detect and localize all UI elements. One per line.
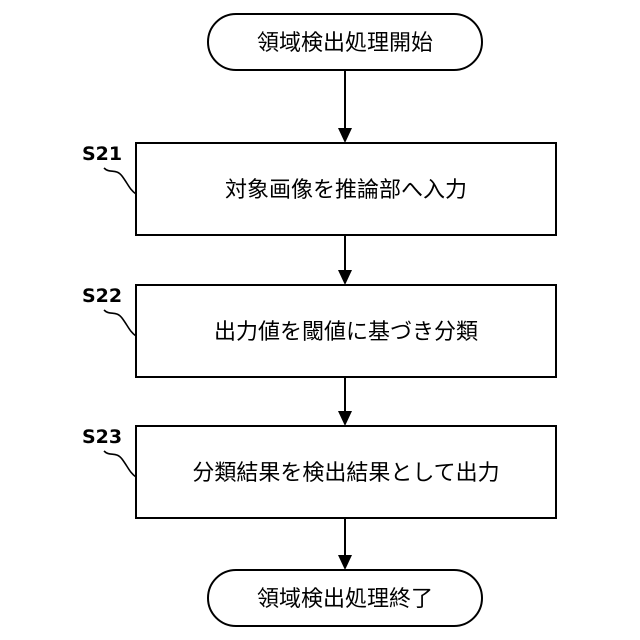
edge-s22-to-s23 xyxy=(338,377,352,426)
step-label-s22-text: S22 xyxy=(82,285,122,307)
process-step-s22-text: 出力値を閾値に基づき分類 xyxy=(214,320,478,345)
step-label-s21-leader xyxy=(104,168,136,194)
step-label-s23-text: S23 xyxy=(82,426,122,448)
edge-s23-to-end xyxy=(338,518,352,570)
end-terminator: 領域検出処理終了 xyxy=(208,570,482,626)
step-label-s23-leader xyxy=(104,451,136,477)
step-label-s23: S23 xyxy=(82,426,136,477)
process-step-s21-text: 対象画像を推論部へ入力 xyxy=(225,178,467,203)
process-step-s21: 対象画像を推論部へ入力 xyxy=(136,143,556,235)
end-terminator-text: 領域検出処理終了 xyxy=(257,587,433,612)
step-label-s21: S21 xyxy=(82,143,136,194)
step-label-s21-text: S21 xyxy=(82,143,122,165)
step-label-s22: S22 xyxy=(82,285,136,336)
start-terminator-text: 領域検出処理開始 xyxy=(257,31,433,56)
process-step-s23: 分類結果を検出結果として出力 xyxy=(136,426,556,518)
process-step-s22: 出力値を閾値に基づき分類 xyxy=(136,285,556,377)
edge-start-to-s21 xyxy=(338,70,352,143)
edge-s21-to-s22 xyxy=(338,235,352,285)
start-terminator: 領域検出処理開始 xyxy=(208,14,482,70)
step-label-s22-leader xyxy=(104,310,136,336)
process-step-s23-text: 分類結果を検出結果として出力 xyxy=(192,461,499,486)
